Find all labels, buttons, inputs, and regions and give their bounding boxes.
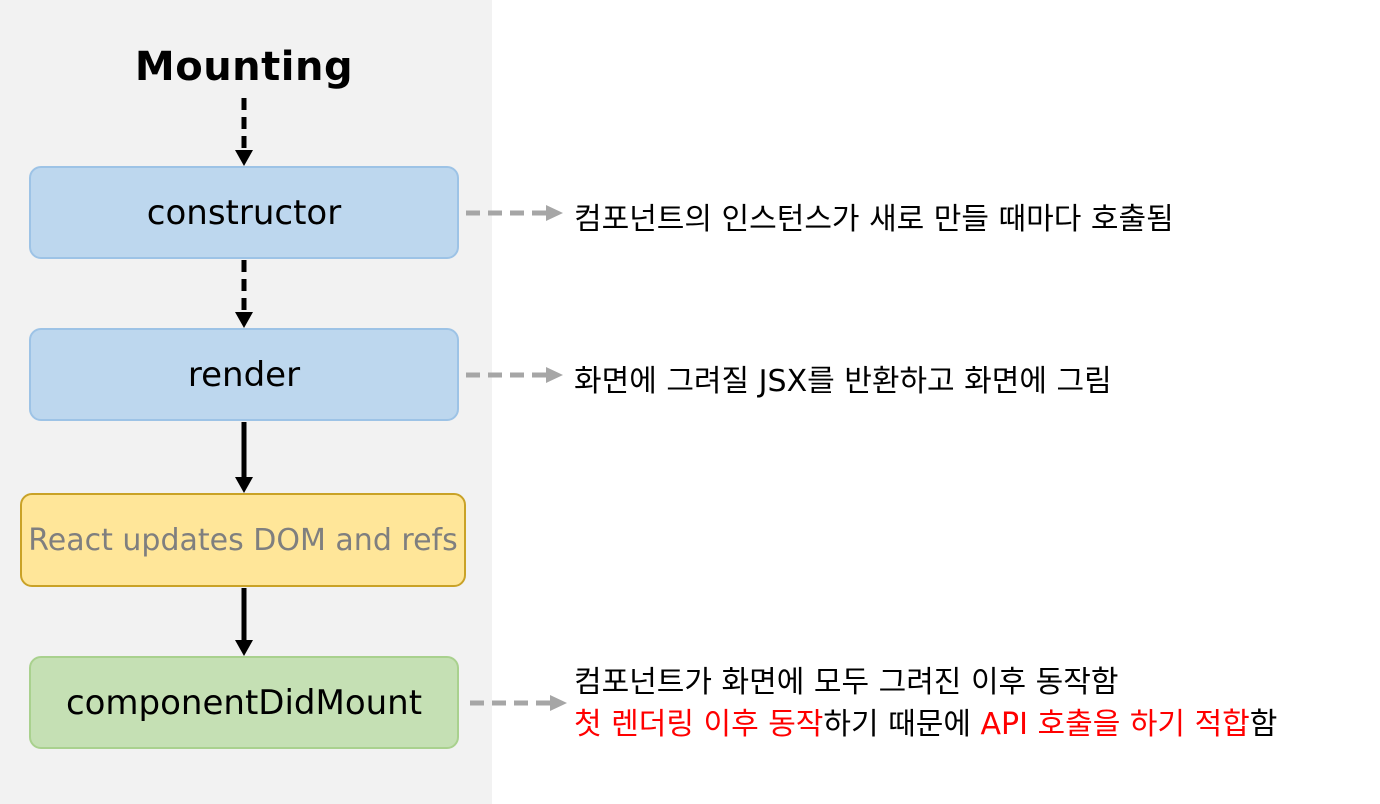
render-box: render [29,328,459,421]
constructor-box: constructor [29,166,459,259]
mount-note-text-1: 하기 때문에 [823,707,981,742]
mount-note-highlight-2: API 호출을 하기 적합 [980,707,1250,742]
mount-note-highlight-1: 첫 렌더링 이후 동작 [574,707,824,742]
component-did-mount-box: componentDidMount [29,656,459,749]
component-did-mount-note: 컴포넌트가 화면에 모두 그려진 이후 동작함 첫 렌더링 이후 동작하기 때문… [574,662,1277,746]
diagram-title: Mounting [134,44,354,90]
react-updates-box: React updates DOM and refs [20,493,466,587]
mount-note-text-2: 함 [1249,707,1278,742]
mount-note-line2: 첫 렌더링 이후 동작하기 때문에 API 호출을 하기 적합함 [574,704,1277,746]
mount-note-line1: 컴포넌트가 화면에 모두 그려진 이후 동작함 [574,665,1119,700]
render-note: 화면에 그려질 JSX를 반환하고 화면에 그림 [574,364,1112,399]
constructor-note: 컴포넌트의 인스턴스가 새로 만들 때마다 호출됨 [574,202,1174,237]
